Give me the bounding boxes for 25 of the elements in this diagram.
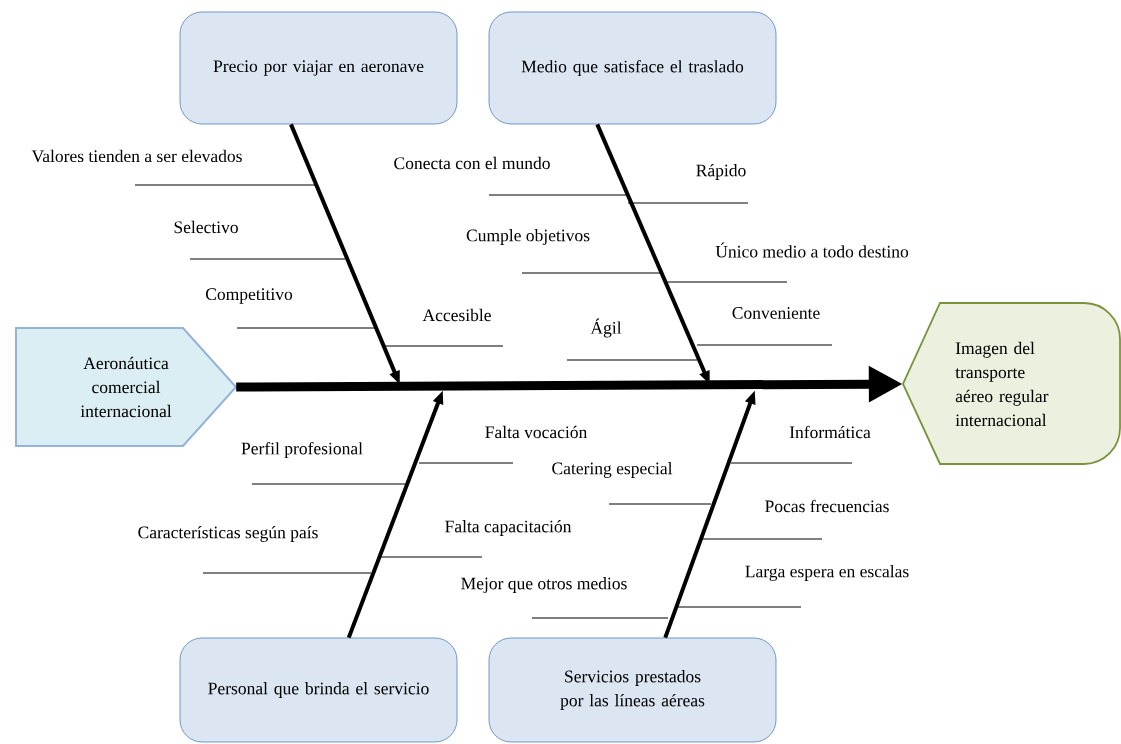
cause-label: Competitivo (205, 288, 293, 304)
category-box: Personal que brinda el servicio (179, 637, 458, 743)
cause-label: Conveniente (732, 307, 820, 319)
cause-label: Características según país (138, 526, 318, 542)
cause-label: Ágil (590, 318, 622, 338)
cause-label: Perfil profesional (241, 441, 363, 459)
cause-label: Catering especial (552, 462, 673, 478)
cause-label: Larga espera en escalas (745, 565, 909, 581)
effect-head: Imagen del transporte aéreo regular internacional (902, 302, 1121, 465)
cause-label: Conecta con el mundo (394, 156, 550, 170)
cause-label: Valores tienden a ser elevados (31, 149, 242, 163)
cause-label: Falta vocación (485, 425, 588, 439)
category-box: Medio que satisface el traslado (488, 11, 777, 125)
cause-label: Único medio a todo destino (715, 242, 909, 258)
cause-label: Cumple objetivos (466, 229, 590, 245)
cause-label: Falta capacitación (445, 520, 572, 536)
cause-label: Selectivo (174, 220, 238, 234)
cause-label: Informática (789, 425, 871, 439)
category-box: Precio por viajar en aeronave (179, 11, 458, 125)
source-pentagon: Aeronáutica comercial internacional (15, 327, 238, 447)
category-box: Servicios prestados por las líneas aéreas (488, 637, 777, 743)
cause-label: Pocas frecuencias (765, 499, 889, 513)
cause-label: Accesible (422, 308, 491, 322)
cause-label: Mejor que otros medios (461, 577, 627, 593)
cause-label: Rápido (696, 164, 746, 180)
